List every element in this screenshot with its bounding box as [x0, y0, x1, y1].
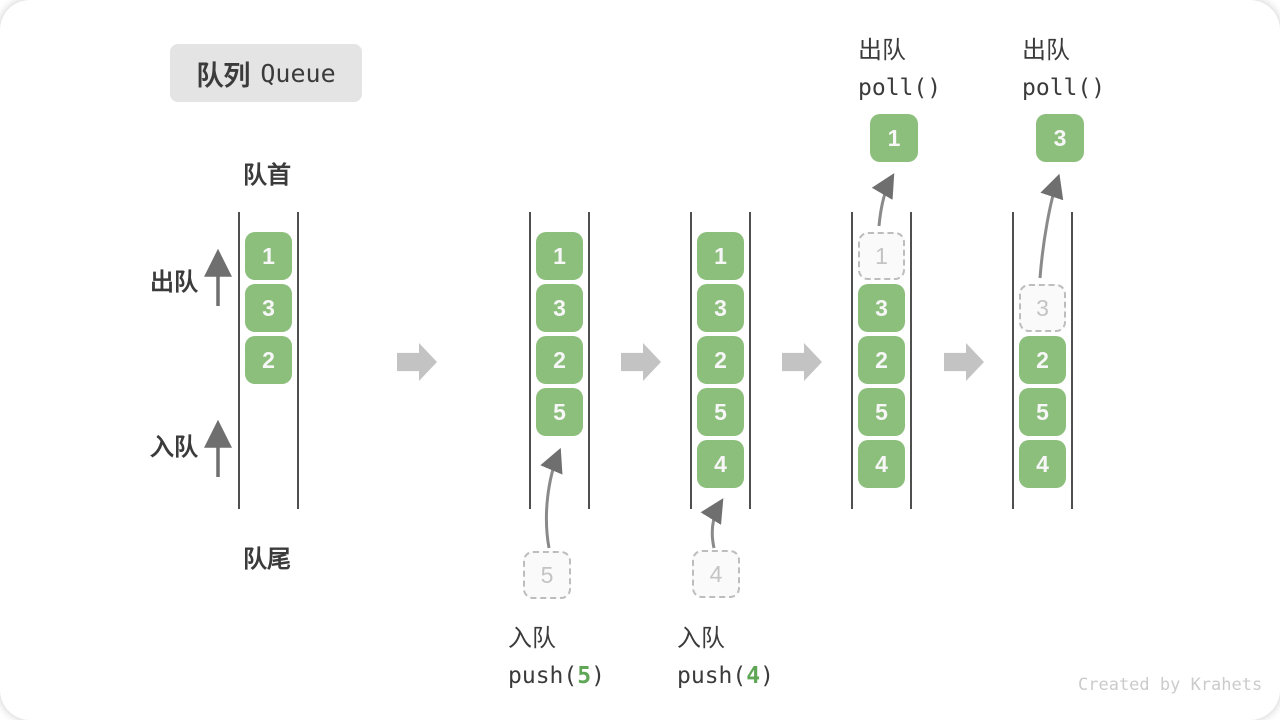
- queue-item: 3: [858, 284, 905, 332]
- push5-code-label: push(5): [508, 663, 605, 689]
- queue-item: 2: [1019, 336, 1066, 384]
- poll1-zh-label: 出队: [858, 37, 906, 64]
- dequeue-side-label: 出队: [150, 269, 198, 296]
- queue-item: 4: [858, 440, 905, 488]
- queue-state-5: 3 2 5 4: [1012, 212, 1073, 509]
- queue-item: 5: [697, 388, 744, 436]
- queue-item: 1: [536, 232, 583, 280]
- outgoing-element-1: 1: [870, 114, 918, 162]
- poll3-zh-label: 出队: [1022, 37, 1070, 64]
- push5-arg: 5: [577, 663, 592, 689]
- queue-item: 5: [858, 388, 905, 436]
- queue-item: 1: [245, 232, 292, 280]
- queue-state-1: 1 3 2: [238, 212, 299, 509]
- queue-item: 2: [245, 336, 292, 384]
- poll1-code-label: poll(): [858, 75, 942, 101]
- push5-operation-label: 入队 push(5): [508, 618, 605, 689]
- transition-arrow-icon: [621, 343, 661, 381]
- queue-item: 2: [536, 336, 583, 384]
- transition-arrow-icon: [944, 343, 984, 381]
- watermark: Created by Krahets: [1078, 675, 1263, 695]
- queue-item: 2: [858, 336, 905, 384]
- queue-item: 3: [697, 284, 744, 332]
- queue-front-label: 队首: [243, 162, 291, 189]
- enqueue-side-label: 入队: [150, 434, 198, 461]
- poll3-operation-label: 出队 poll(): [1022, 30, 1105, 101]
- queue-item: 4: [697, 440, 744, 488]
- queue-item: 3: [536, 284, 583, 332]
- transition-arrow-icon: [397, 343, 437, 381]
- queue-item: 5: [1019, 388, 1066, 436]
- removed-element-slot: 1: [858, 232, 905, 280]
- removed-element-slot: 3: [1019, 284, 1066, 332]
- title-english: Queue: [260, 58, 336, 88]
- push5-zh-label: 入队: [508, 625, 556, 652]
- queue-item: 4: [1019, 440, 1066, 488]
- queue-state-3: 1 3 2 5 4: [690, 212, 751, 509]
- queue-state-4: 1 3 2 5 4: [851, 212, 912, 509]
- incoming-element-5: 5: [523, 551, 571, 599]
- queue-item: 5: [536, 388, 583, 436]
- transition-arrow-icon: [782, 343, 822, 381]
- queue-item: 2: [697, 336, 744, 384]
- queue-rear-label: 队尾: [243, 546, 291, 573]
- push4-code-label: push(4): [677, 663, 774, 689]
- diagram-title: 队列 Queue: [170, 44, 362, 102]
- push4-zh-label: 入队: [677, 625, 725, 652]
- queue-state-2: 1 3 2 5: [529, 212, 590, 509]
- outgoing-element-3: 3: [1036, 114, 1084, 162]
- push4-arg: 4: [746, 663, 761, 689]
- poll1-operation-label: 出队 poll(): [858, 30, 941, 101]
- poll3-code-label: poll(): [1022, 75, 1106, 101]
- push4-operation-label: 入队 push(4): [677, 618, 774, 689]
- queue-item: 3: [245, 284, 292, 332]
- incoming-element-4: 4: [692, 550, 740, 598]
- queue-item: 1: [697, 232, 744, 280]
- title-chinese: 队列: [196, 60, 251, 91]
